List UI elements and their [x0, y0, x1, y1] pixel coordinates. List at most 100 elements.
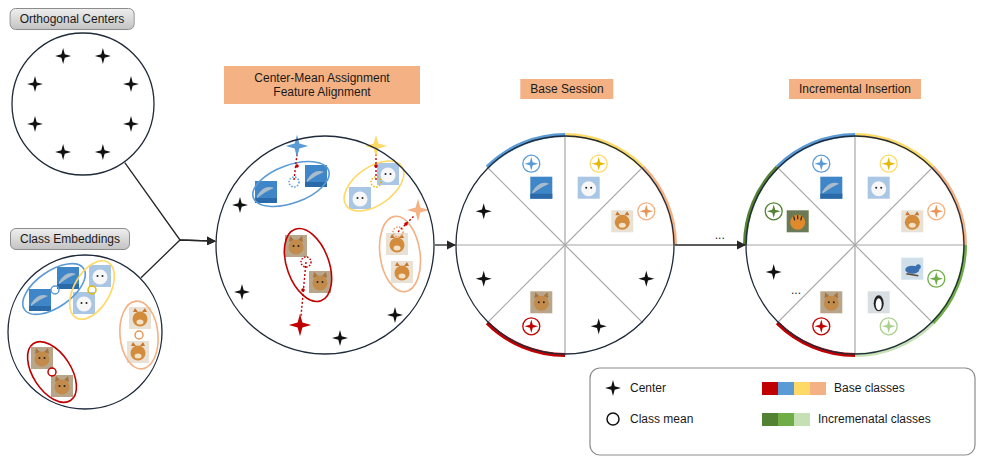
assignment-illustration-part-part — [332, 330, 348, 346]
base-session-illustration — [455, 135, 675, 355]
base-session-illustration-part — [523, 155, 655, 335]
assignment-illustration-part — [275, 222, 340, 308]
base-session-illustration-part — [530, 177, 552, 199]
class-embedding-cluster-part — [51, 375, 73, 397]
class-embedding-cluster-part — [48, 368, 56, 376]
incremental-illustration-part-part — [766, 264, 782, 280]
base-session-illustration-part-part — [476, 203, 492, 219]
orthogonal-center-stars-part — [55, 48, 71, 64]
stage-heading-box: Orthogonal Centers — [10, 8, 135, 30]
incremental-illustration-part — [745, 135, 965, 355]
flow-arrow — [141, 240, 215, 278]
incremental-illustration-part — [815, 320, 829, 334]
class-embedding-cluster-part — [127, 341, 149, 363]
assignment-illustration-part-part — [234, 284, 250, 300]
incremental-illustration-part-part — [777, 167, 933, 323]
orthogonal-center-stars-part — [95, 144, 111, 160]
circle-outline — [455, 135, 675, 355]
base-session-illustration-part-part — [591, 318, 607, 334]
assignment-illustration-part — [349, 187, 371, 209]
base-session-illustration-part-part — [523, 318, 540, 335]
incremental-illustration-part — [882, 157, 896, 171]
incremental-illustration-part — [901, 258, 923, 280]
incremental-illustration-part-part — [880, 318, 897, 335]
incremental-illustration-part-part — [813, 155, 830, 172]
legend-item: Incremenatal classes — [762, 411, 931, 427]
circle-outline-shape — [12, 33, 154, 175]
incremental-illustration-part — [745, 135, 965, 355]
incremental-illustration-part — [820, 291, 842, 313]
incremental-illustration-part — [815, 157, 829, 171]
class-embedding-cluster-part — [14, 254, 94, 325]
base-session-illustration-part — [487, 135, 675, 355]
legend-text: Class mean — [630, 412, 693, 426]
base-session-illustration-part-part — [590, 155, 607, 172]
assignment-illustration-part — [295, 164, 408, 292]
class-embedding-cluster-part — [73, 292, 95, 314]
incremental-illustration-part — [930, 205, 944, 219]
incremental-illustration-part — [901, 210, 923, 232]
incremental-illustration — [745, 135, 965, 355]
stage-heading-box: Class Embeddings — [10, 228, 130, 250]
stage-heading-box: Center-Mean Assignment Feature Alignment — [224, 66, 420, 104]
class-embedding-cluster-part — [88, 286, 96, 294]
orthogonal-center-stars-part — [55, 144, 71, 160]
base-session-illustration-part — [530, 291, 552, 313]
legend-frame-part — [590, 368, 975, 455]
base-session-illustration-part-part — [638, 203, 655, 220]
assignment-illustration-part — [247, 152, 335, 215]
base-session-illustration-part-part — [638, 271, 654, 287]
ellipsis-note: ... — [789, 283, 803, 297]
assignment-illustration-part-part — [404, 222, 408, 226]
class-embedding-cluster-part — [51, 286, 59, 294]
stage-circle: Class Embeddings — [7, 254, 163, 410]
color-swatch — [794, 382, 810, 395]
incremental-illustration-part — [765, 155, 945, 335]
incremental-illustration-part — [820, 177, 842, 199]
stage-heading-box: Incremental Insertion — [789, 79, 921, 99]
color-swatch — [778, 413, 794, 426]
stage-heading-box: Base Session — [520, 79, 613, 99]
assignment-illustration-part-part — [232, 197, 248, 213]
assignment-illustration-part-part — [387, 307, 403, 323]
base-session-illustration-part — [592, 157, 606, 171]
circle-outline — [7, 254, 163, 410]
class-embedding-cluster-part — [89, 265, 111, 287]
stage-heading: Class Embeddings — [20, 232, 120, 246]
circle-outline — [215, 135, 435, 355]
base-session-illustration-part-part — [487, 167, 643, 323]
assignment-illustration-part-part — [295, 164, 299, 168]
color-swatch — [778, 382, 794, 395]
base-session-illustration-part-part — [487, 167, 643, 323]
assignment-illustration-part — [232, 197, 403, 346]
orthogonal-center-stars — [27, 48, 139, 160]
legend-text: Center — [630, 381, 666, 395]
legend-item: Center — [604, 380, 666, 396]
incremental-illustration-part — [766, 264, 782, 280]
class-embedding-cluster-part — [60, 253, 123, 326]
legend-text: Base classes — [834, 381, 905, 395]
circle-outline-shape — [8, 255, 162, 409]
color-swatch — [762, 382, 778, 395]
assignment-illustration-part — [375, 214, 425, 295]
orthogonal-center-stars-part — [27, 116, 43, 132]
assignment-illustration-part-part — [301, 262, 306, 316]
assignment-illustration-part — [255, 181, 277, 203]
assignment-illustration-part-part — [371, 177, 381, 187]
base-session-illustration-part — [640, 205, 654, 219]
assignment-illustration-part — [335, 151, 412, 221]
legend-item: Base classes — [762, 380, 905, 396]
circle-outline — [745, 135, 965, 355]
assignment-illustration-part — [294, 154, 414, 316]
stage-circle: Base Session — [455, 135, 675, 355]
incremental-illustration-part — [767, 205, 781, 219]
assignment-illustration-part-part — [393, 227, 403, 237]
color-swatch — [762, 413, 778, 426]
orthogonal-center-stars-part — [95, 48, 111, 64]
incremental-illustration-part-part — [777, 167, 933, 323]
incremental-illustration-part — [930, 272, 944, 286]
orthogonal-center-stars-part — [123, 116, 139, 132]
base-session-illustration-part-part — [523, 155, 540, 172]
stage-heading: Base Session — [530, 82, 603, 96]
assignment-illustration-part — [289, 314, 311, 336]
